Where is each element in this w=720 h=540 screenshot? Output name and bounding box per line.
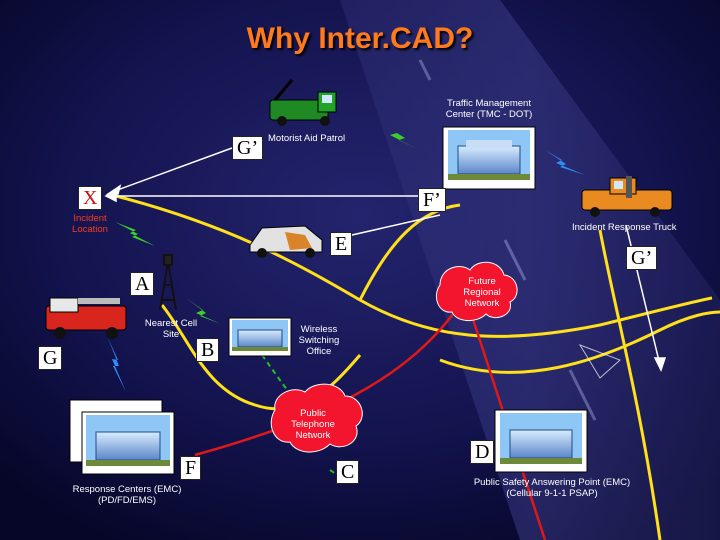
tag-g-prime-right: G’ bbox=[626, 246, 658, 270]
psap-label: Public Safety Answering Point (EMC) (Cel… bbox=[473, 477, 631, 499]
tag-c: C bbox=[336, 460, 360, 484]
future-network-cloud bbox=[436, 261, 518, 321]
link-right-vertical bbox=[598, 229, 662, 540]
tmc-label: Traffic Management Center (TMC - DOT) bbox=[445, 98, 533, 120]
tow-truck-icon bbox=[269, 79, 337, 126]
tmc-building-icon bbox=[442, 126, 536, 190]
page-title: Why Inter.CAD? bbox=[246, 22, 474, 55]
tag-f-prime: F’ bbox=[418, 188, 446, 212]
pstn-label: Public Telephone Network bbox=[291, 408, 335, 441]
tag-d: D bbox=[470, 440, 495, 464]
wireless-office-label: Wireless Switching Office bbox=[298, 324, 340, 357]
lightning-bolts bbox=[108, 120, 585, 392]
arrow-g-to-x bbox=[111, 147, 233, 193]
psap-building-icon bbox=[494, 409, 588, 473]
lightning-green-icon bbox=[376, 120, 419, 150]
tag-g: G bbox=[38, 346, 63, 370]
lightning-green-icon bbox=[186, 298, 221, 324]
lightning-green-icon bbox=[115, 222, 155, 246]
pickup-truck-icon bbox=[581, 176, 673, 217]
tag-a: A bbox=[130, 272, 155, 296]
tag-e: E bbox=[330, 232, 353, 256]
pstn-cloud bbox=[270, 383, 363, 453]
fire-truck-icon bbox=[45, 297, 127, 339]
link-pstn-to-tmc bbox=[358, 203, 461, 301]
link-future-network-to-f bbox=[194, 299, 465, 457]
future-network-label: Future Regional Network bbox=[463, 276, 501, 309]
link-wireless-to-pstn bbox=[261, 354, 306, 416]
cell-site-label: Nearest Cell Site bbox=[144, 318, 198, 340]
incident-location-label: Incident Location bbox=[72, 213, 108, 235]
wireless-office-building-icon bbox=[228, 317, 292, 357]
interchange-marks bbox=[578, 344, 621, 379]
tag-g-prime-top: G’ bbox=[232, 136, 264, 160]
damaged-car-icon bbox=[249, 225, 323, 258]
response-centers-label: Response Centers (EMC) (PD/FD/EMS) bbox=[72, 484, 182, 506]
tag-f: F bbox=[180, 456, 202, 480]
tag-x: X bbox=[78, 186, 103, 210]
lightning-blue-icon bbox=[545, 150, 585, 175]
road-surface bbox=[340, 0, 720, 540]
motorist-aid-label: Motorist Aid Patrol bbox=[268, 133, 346, 144]
cell-tower-icon bbox=[159, 254, 177, 311]
lightning-blue-icon bbox=[108, 338, 126, 392]
response-truck-label: Incident Response Truck bbox=[572, 222, 677, 233]
tag-b: B bbox=[196, 338, 220, 362]
response-centers-building-icon bbox=[69, 399, 175, 475]
link-incident-to-response-truck bbox=[111, 193, 713, 338]
